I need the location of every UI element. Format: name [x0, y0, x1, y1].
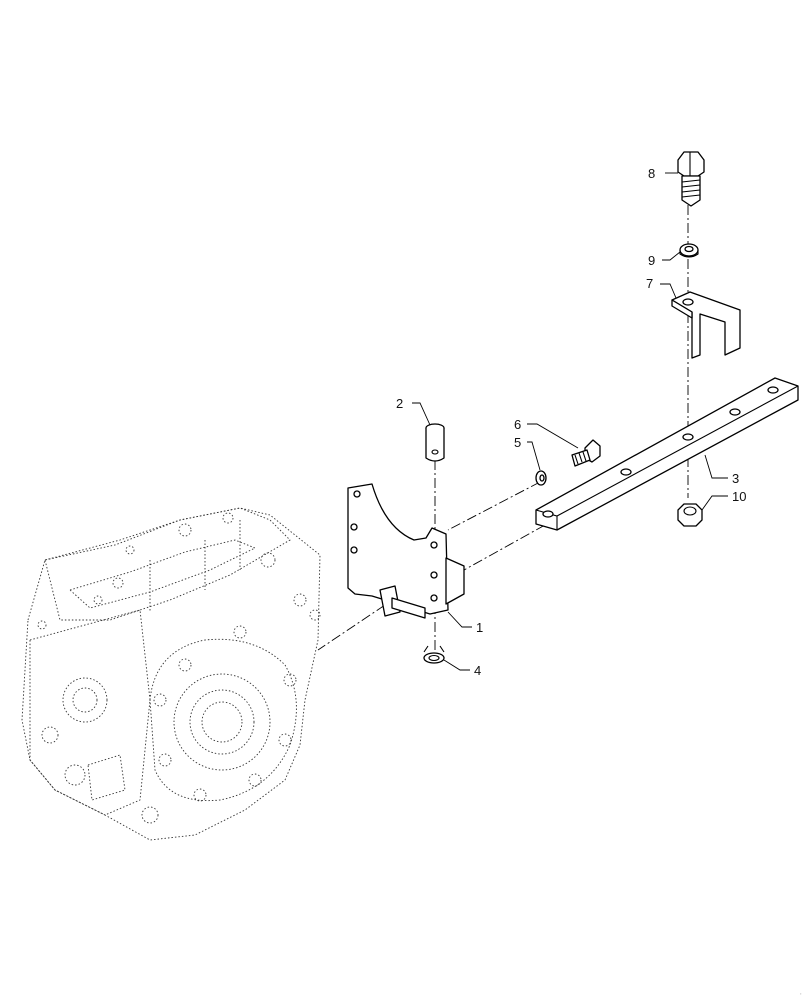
housing-boss-4	[260, 552, 276, 568]
bracket-hole-3	[350, 546, 358, 554]
housing-boss-18	[125, 545, 135, 555]
housing-boss-9	[153, 693, 167, 707]
housing-boss-11	[193, 788, 207, 802]
housing-bore-inner	[189, 689, 255, 755]
housing-boss-6	[309, 609, 321, 621]
part-10-nut[interactable]	[677, 503, 703, 527]
housing-boss-1	[112, 577, 124, 589]
leader-6	[527, 423, 579, 449]
callout-4: 4	[474, 663, 481, 678]
drawbar-hole-3	[682, 433, 694, 441]
housing-boss-8	[178, 658, 192, 672]
bracket-hole-4	[430, 541, 438, 549]
bracket-hole-6	[430, 594, 438, 602]
housing-boss-10	[158, 753, 172, 767]
part-1-bracket[interactable]	[347, 483, 465, 619]
centerline-bracket-to-housing	[317, 604, 386, 651]
callout-2: 2	[396, 396, 403, 411]
part-2-clevis-pin[interactable]	[425, 423, 445, 462]
transmission-housing	[21, 507, 321, 841]
housing-boss-5	[293, 593, 307, 607]
part-6-bolt[interactable]	[571, 439, 601, 467]
callout-1: 1	[476, 620, 483, 635]
callout-9: 9	[648, 253, 655, 268]
u-clip-tab	[671, 299, 693, 319]
bracket-hole-1	[353, 490, 361, 498]
centerline-bar-to-bracket	[454, 524, 546, 576]
callout-10: 10	[732, 489, 746, 504]
housing-boss-14	[283, 673, 297, 687]
pin-2-shank	[425, 428, 445, 462]
snap-ring-outer	[423, 652, 445, 664]
nut-10-bore	[683, 506, 697, 516]
bolt-6-thread	[574, 451, 587, 465]
part-9-washer[interactable]	[679, 243, 699, 258]
housing-left-plate	[87, 754, 126, 801]
leader-10	[701, 495, 728, 511]
snap-ring-ends	[423, 645, 445, 653]
housing-boss-3	[222, 512, 234, 524]
housing-boss-16	[93, 595, 103, 605]
housing-cavity-walls	[149, 520, 241, 612]
u-clip-hole	[682, 298, 694, 306]
snap-ring-inner	[428, 654, 440, 662]
leader-4	[443, 659, 470, 671]
housing-boss-15	[141, 806, 159, 824]
leader-7	[660, 283, 677, 299]
leader-9	[662, 251, 681, 261]
callout-8: 8	[648, 166, 655, 181]
leader-lines	[412, 172, 728, 671]
callout-6: 6	[514, 417, 521, 432]
bracket-hole-2	[350, 523, 358, 531]
u-clip-body	[671, 291, 741, 359]
washer-5-inner	[539, 474, 545, 482]
housing-boss-13	[278, 733, 292, 747]
housing-left-bore	[62, 677, 108, 723]
housing-outline	[21, 507, 321, 841]
housing-left-hole-2	[64, 764, 86, 786]
callout-3: 3	[732, 471, 739, 486]
part-4-snap-ring[interactable]	[423, 645, 445, 664]
housing-boss-17	[37, 620, 47, 630]
drawbar-hole-2	[620, 468, 632, 476]
washer-9-inner	[684, 245, 694, 253]
part-5-washer[interactable]	[535, 470, 547, 486]
centerline-bolt-6	[447, 481, 541, 531]
housing-top-opening	[69, 539, 257, 609]
corner-mark: ,	[800, 990, 802, 996]
part-3-drawbar[interactable]	[535, 377, 799, 531]
bracket-side-block	[445, 557, 465, 605]
drawbar-hole-1	[542, 510, 554, 518]
housing-bore-outer	[173, 673, 271, 771]
housing-top-deck	[44, 507, 291, 621]
part-7-u-clip[interactable]	[671, 291, 741, 359]
bolt-8-thread	[681, 179, 701, 198]
bracket-foot	[391, 597, 426, 619]
part-8-hex-bolt[interactable]	[677, 151, 705, 207]
callout-5: 5	[514, 435, 521, 450]
housing-boss-12	[248, 773, 262, 787]
drawbar-edges	[535, 385, 799, 530]
leader-2	[412, 402, 431, 426]
housing-boss-7	[233, 625, 247, 639]
bolt-8-head	[677, 151, 705, 177]
housing-front-flange	[149, 638, 297, 802]
callout-7: 7	[646, 276, 653, 291]
housing-boss-2	[178, 523, 192, 537]
washer-9-side	[679, 250, 699, 258]
pin-2-hole	[431, 449, 439, 455]
drawbar-hole-4	[729, 408, 741, 416]
drawbar-hole-5	[767, 386, 779, 394]
housing-left-bore-inner	[72, 687, 98, 713]
housing-left-face	[29, 609, 151, 816]
leader-1	[447, 611, 472, 628]
housing-left-hole	[41, 726, 59, 744]
callout-labels: 8 9 7 2 6 5 3 10 1 4	[396, 166, 746, 678]
bracket-hole-5	[430, 571, 438, 579]
leader-5	[527, 441, 541, 471]
leader-3	[704, 454, 728, 479]
housing-bore-core	[201, 701, 243, 743]
